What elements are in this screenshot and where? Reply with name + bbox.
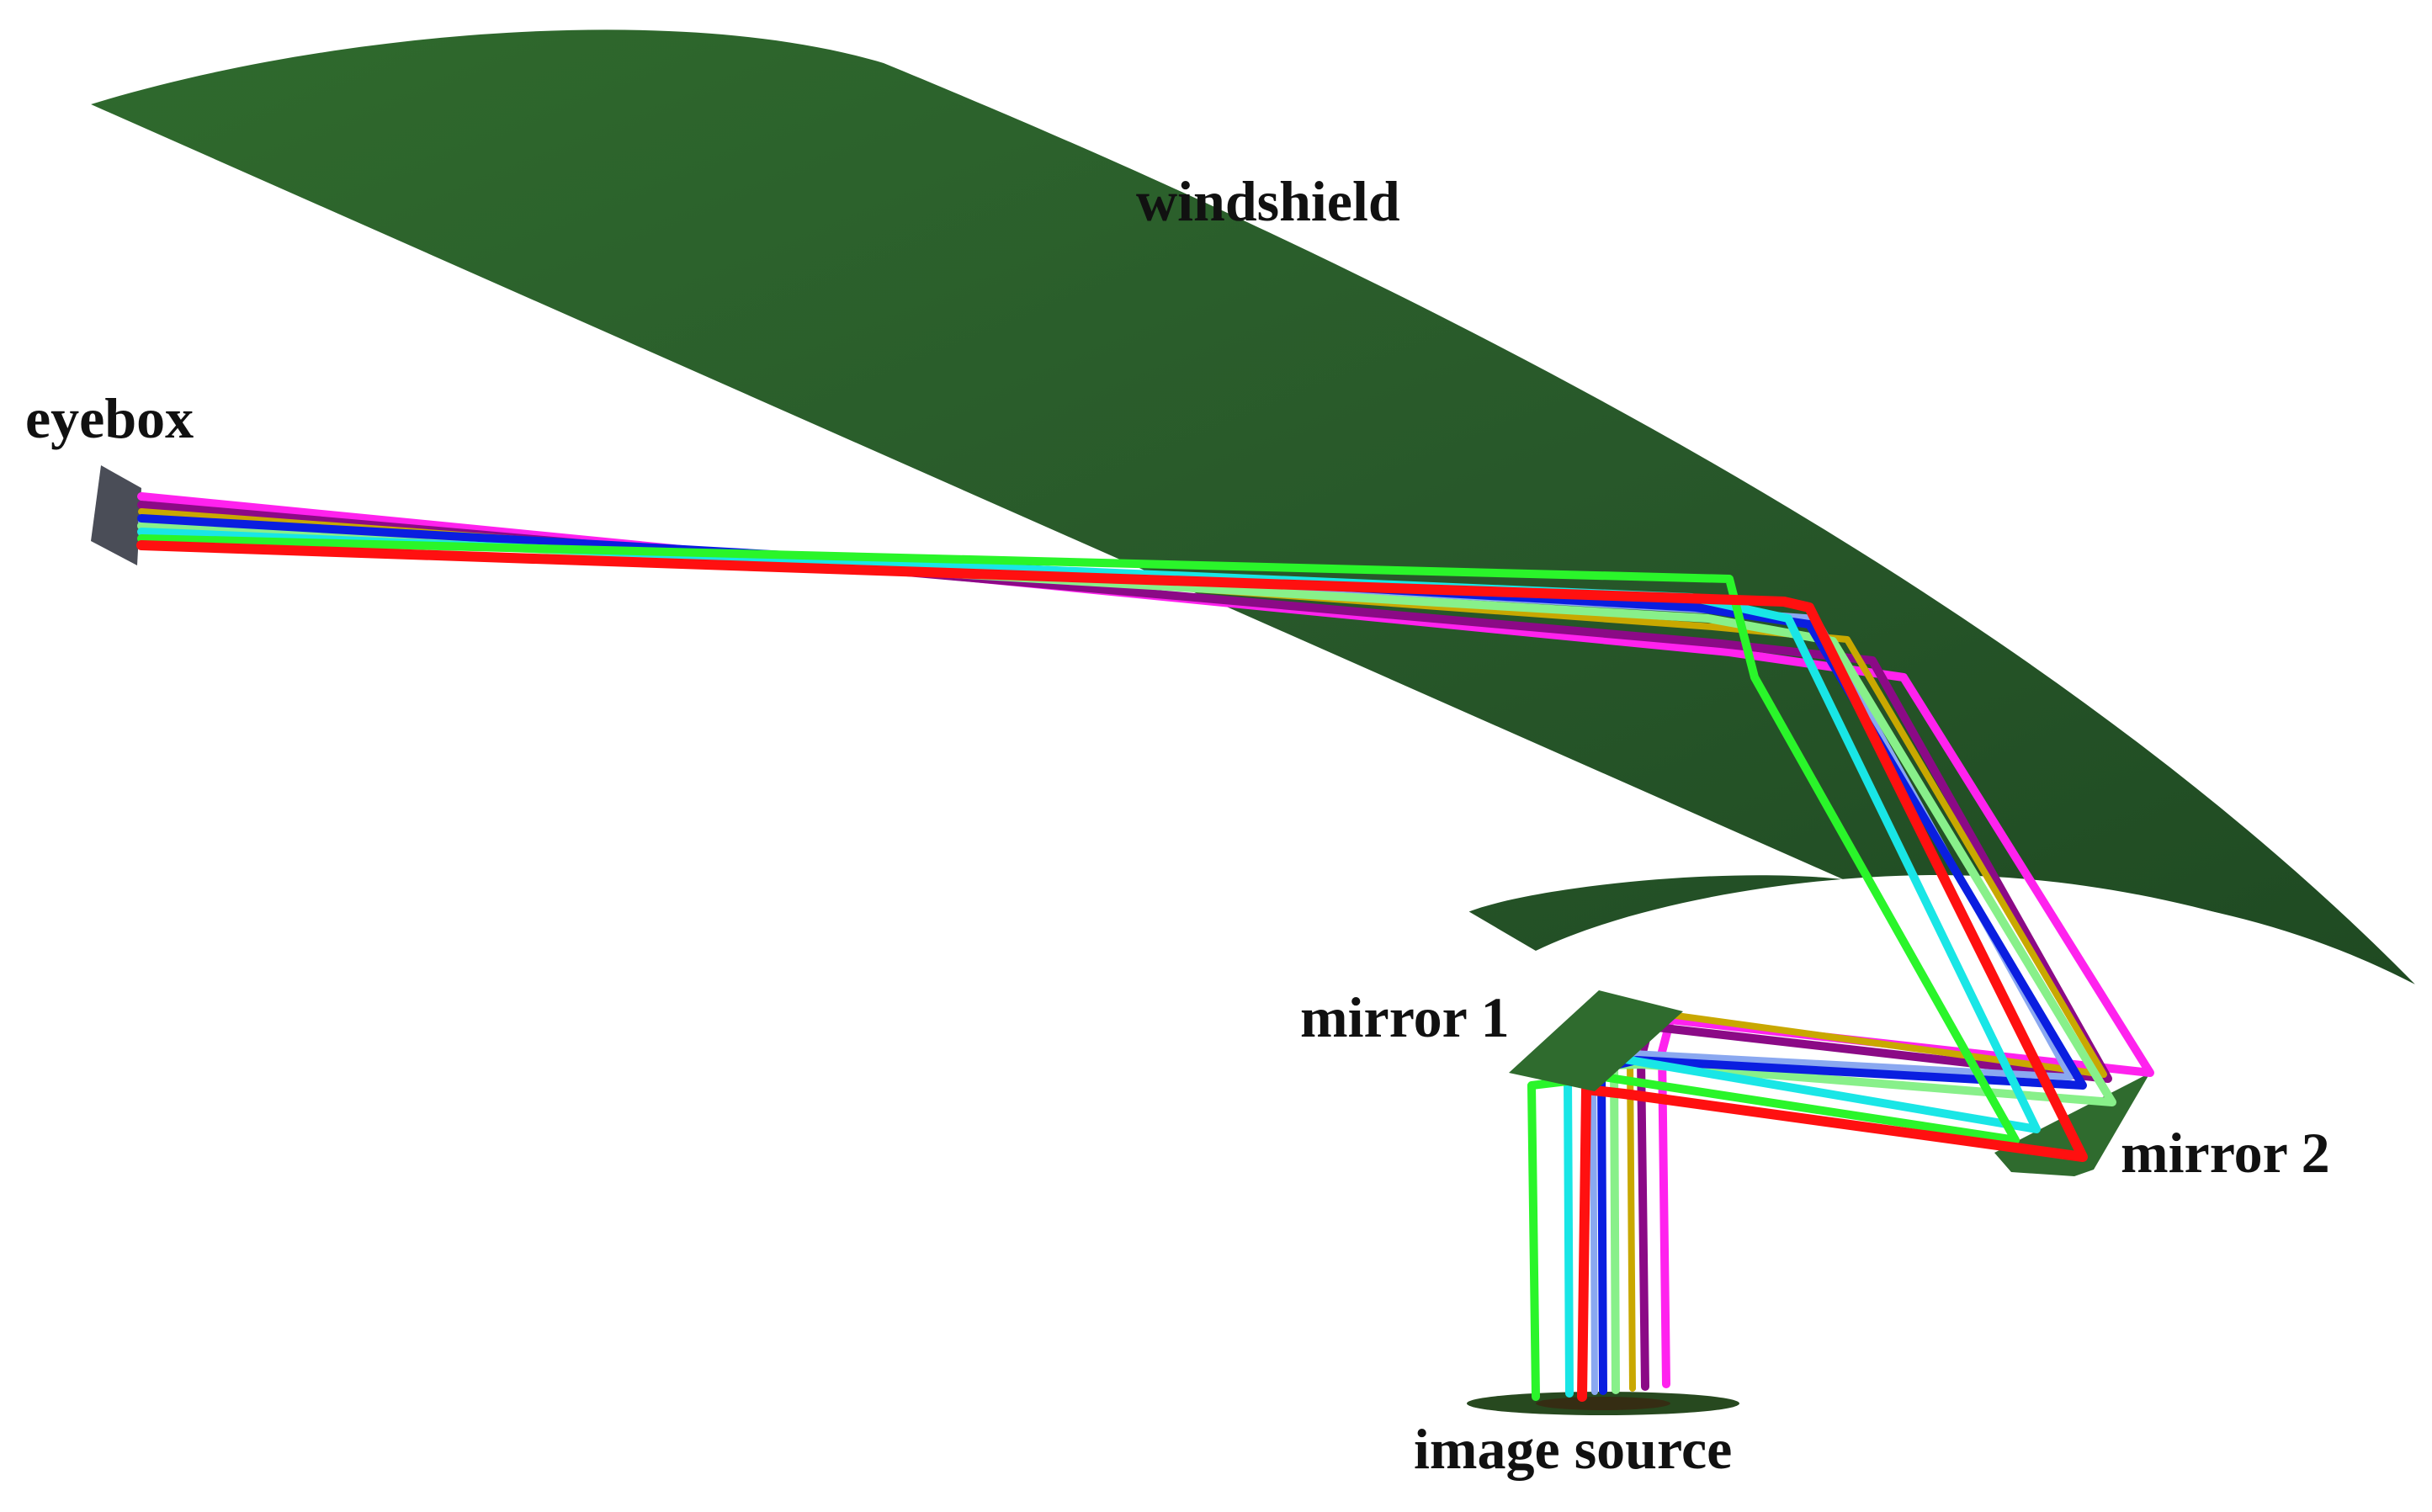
ray-red (136, 540, 2088, 1402)
eyebox-label: eyebox (25, 386, 194, 450)
mirror-2-label: mirror 2 (2121, 1121, 2330, 1185)
image-source-label: image source (1414, 1417, 1732, 1481)
eyebox-panel (91, 465, 141, 565)
mirror-1-surface (1509, 990, 1683, 1091)
windshield-lower-mask (0, 104, 2432, 1512)
windshield-label: windshield (1136, 169, 1400, 233)
ray-green (137, 534, 2020, 1401)
windshield-surface (91, 29, 2415, 984)
mirror-1-label: mirror 1 (1300, 985, 1510, 1049)
image-source-core (1536, 1397, 1670, 1410)
